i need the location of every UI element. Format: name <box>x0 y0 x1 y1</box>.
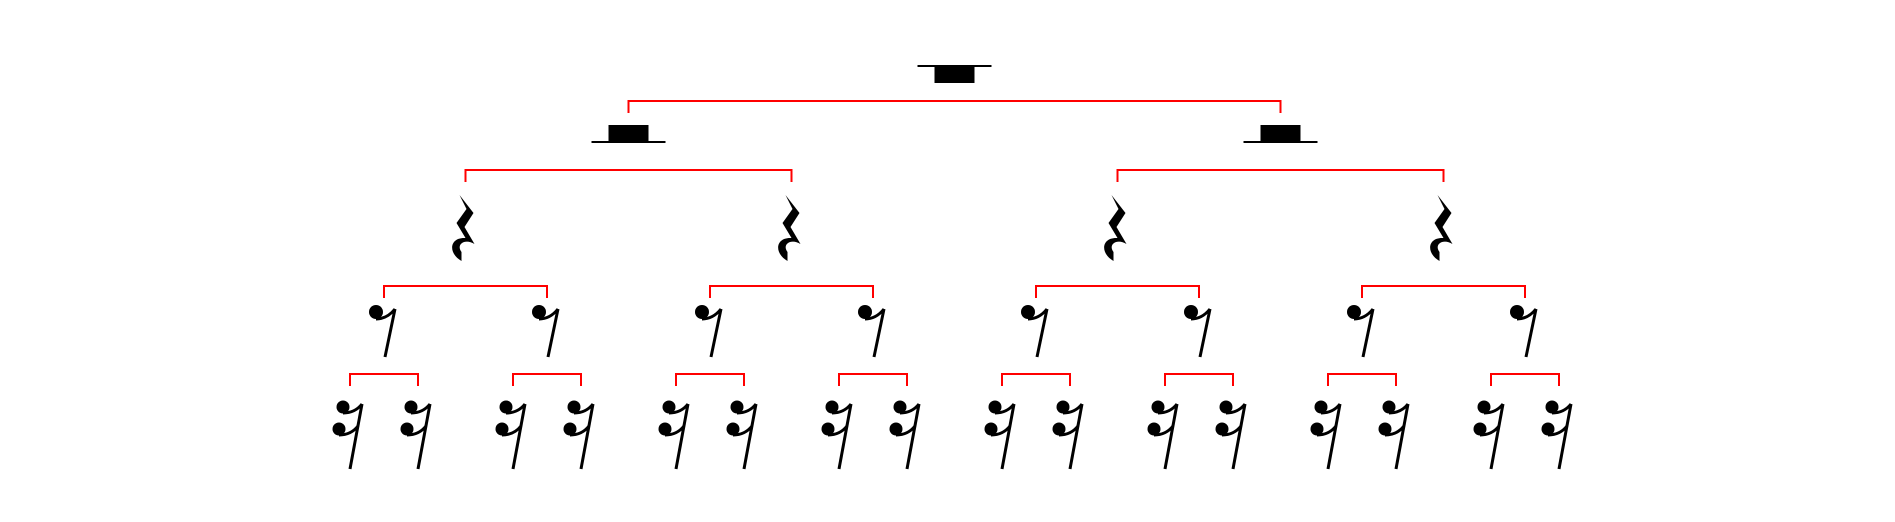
connector-bracket <box>1035 285 1200 298</box>
connector-bracket <box>1361 285 1526 298</box>
sixteenth-rest-icon <box>399 399 432 471</box>
connector-bracket <box>1164 373 1234 386</box>
sixteenth-rest-icon <box>1309 399 1342 471</box>
sixteenth-rest-icon <box>983 399 1016 471</box>
eighth-rest-icon <box>530 303 560 359</box>
eighth-rest-icon <box>1345 303 1375 359</box>
sixteenth-rest-icon <box>1540 399 1573 471</box>
connector-bracket <box>1327 373 1397 386</box>
sixteenth-rest-icon <box>1051 399 1084 471</box>
rest-symbols <box>331 65 1573 471</box>
eighth-rest-icon <box>1508 303 1538 359</box>
eighth-rest-icon <box>856 303 886 359</box>
sixteenth-rest-icon <box>657 399 690 471</box>
connector-brackets <box>349 100 1560 386</box>
connector-bracket <box>383 285 548 298</box>
connector-bracket <box>675 373 745 386</box>
eighth-rest-icon <box>367 303 397 359</box>
sixteenth-rest-icon <box>725 399 758 471</box>
sixteenth-rest-icon <box>1377 399 1410 471</box>
half-rest-icon <box>1242 124 1319 143</box>
connector-bracket <box>1001 373 1071 386</box>
eighth-rest-icon <box>693 303 723 359</box>
connector-bracket <box>512 373 582 386</box>
quarter-rest-icon <box>452 195 475 261</box>
sixteenth-rest-icon <box>494 399 527 471</box>
sixteenth-rest-icon <box>820 399 853 471</box>
quarter-rest-icon <box>1104 195 1127 261</box>
sixteenth-rest-icon <box>562 399 595 471</box>
sixteenth-rest-icon <box>1146 399 1179 471</box>
eighth-rest-icon <box>1182 303 1212 359</box>
connector-bracket <box>627 100 1282 113</box>
quarter-rest-icon <box>778 195 801 261</box>
sixteenth-rest-icon <box>1214 399 1247 471</box>
connector-bracket <box>1116 169 1445 182</box>
eighth-rest-icon <box>1019 303 1049 359</box>
whole-rest-icon <box>916 65 993 84</box>
connector-bracket <box>709 285 874 298</box>
connector-bracket <box>464 169 793 182</box>
connector-bracket <box>349 373 419 386</box>
connector-bracket <box>838 373 908 386</box>
sixteenth-rest-icon <box>1472 399 1505 471</box>
quarter-rest-icon <box>1430 195 1453 261</box>
half-rest-icon <box>590 124 667 143</box>
connector-bracket <box>1490 373 1560 386</box>
sixteenth-rest-icon <box>331 399 364 471</box>
sixteenth-rest-icon <box>888 399 921 471</box>
